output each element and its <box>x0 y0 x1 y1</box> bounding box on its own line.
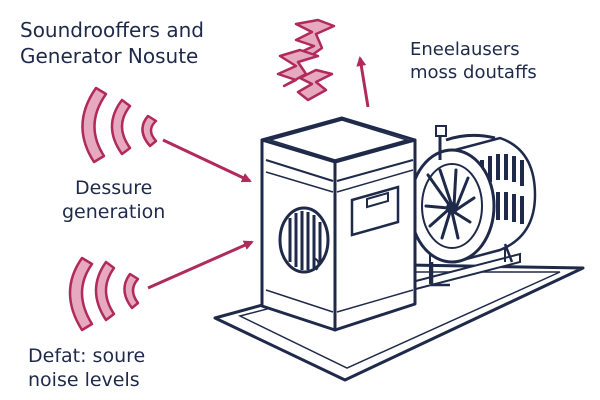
fan-vent-icon <box>278 206 330 274</box>
diagram-title: Soundrooffers and Generator Nosute <box>20 17 204 69</box>
bottom-left-line-2: noise levels <box>28 369 140 391</box>
arrow-icon <box>147 56 370 290</box>
sound-wave-icon <box>81 86 158 164</box>
arrow-exhaust-up <box>356 56 370 108</box>
arrow-to-enclosure-top <box>162 138 252 183</box>
label-middle-left: Dessure generation <box>62 176 165 224</box>
engine-assembly <box>408 125 537 287</box>
title-line-1: Soundrooffers and <box>20 18 204 42</box>
bottom-left-line-1: Defat: soure <box>28 345 146 367</box>
label-top-right: Eneelausers moss doutaffs <box>410 38 537 84</box>
exhaust-zigzag-icon <box>276 18 336 102</box>
control-panel <box>350 185 400 237</box>
top-right-line-2: moss doutaffs <box>410 62 537 83</box>
arrow-to-enclosure-bottom <box>147 240 254 290</box>
sound-wave-icon-lower <box>68 256 140 332</box>
middle-left-line-2: generation <box>62 201 166 223</box>
top-right-line-1: Eneelausers <box>410 39 520 60</box>
title-line-2: Generator Nosute <box>20 44 199 68</box>
middle-left-line-1: Dessure <box>75 177 153 199</box>
label-bottom-left: Defat: soure noise levels <box>28 344 145 392</box>
